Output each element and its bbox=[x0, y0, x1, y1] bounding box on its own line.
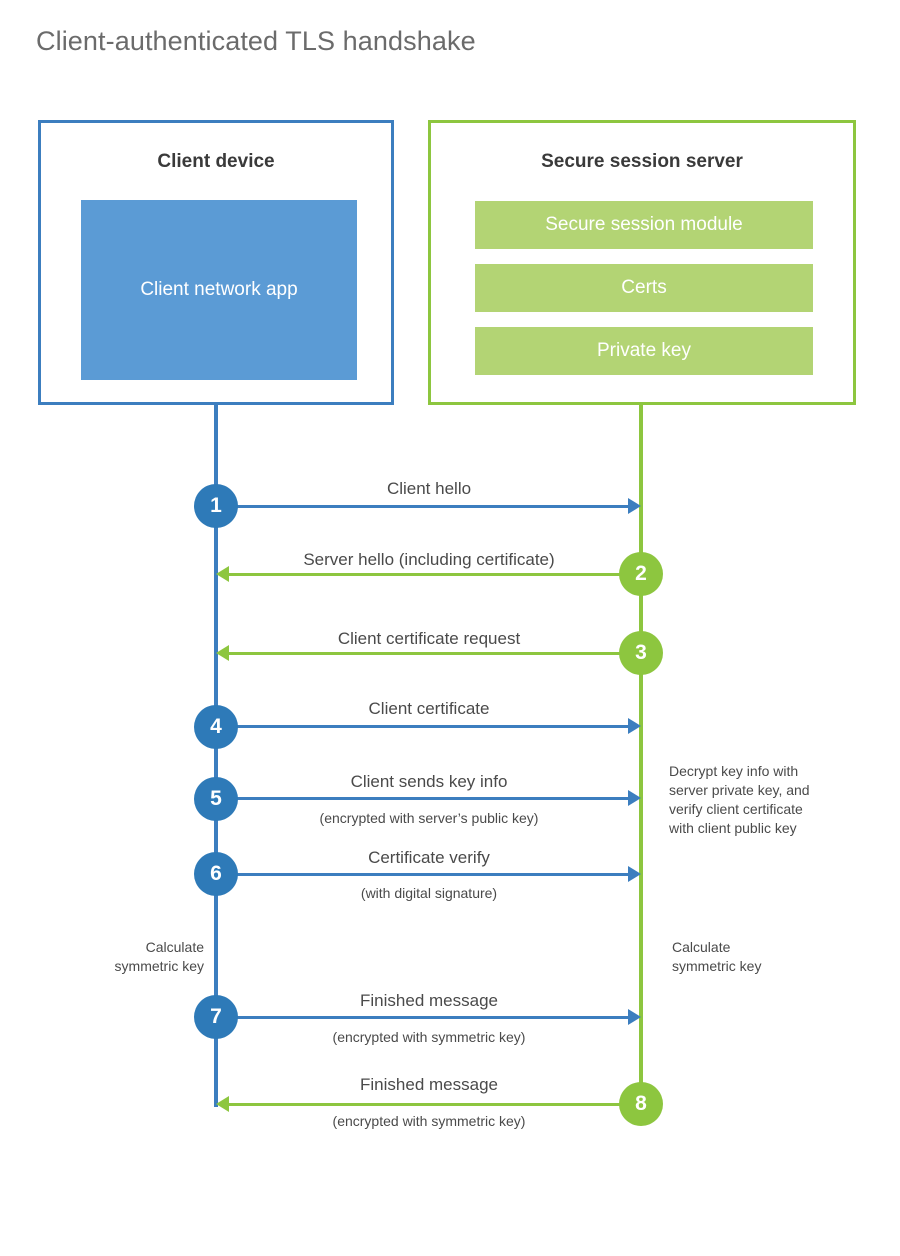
secure-session-server-panel: Secure session server Secure session mod… bbox=[428, 120, 856, 405]
server-decrypt-note-line-3: verify client certificate bbox=[669, 800, 803, 817]
client-calc-note-line-2: symmetric key bbox=[114, 957, 204, 974]
server-module-certs: Certs bbox=[475, 264, 813, 312]
step-7-label: Finished message bbox=[360, 991, 498, 1010]
step-2-label: Server hello (including certificate) bbox=[303, 550, 555, 569]
step-8-arrow-line bbox=[229, 1103, 641, 1106]
step-6-arrow-line bbox=[216, 873, 628, 876]
step-3-arrow-head-icon bbox=[216, 645, 229, 661]
server-decrypt-note-line-4: with client public key bbox=[669, 819, 797, 836]
step-7-sublabel: (encrypted with symmetric key) bbox=[332, 1029, 526, 1045]
server-module-secure-session-module: Secure session module bbox=[475, 201, 813, 249]
step-2-arrow-head-icon bbox=[216, 566, 229, 582]
step-4-circle[interactable]: 4 bbox=[194, 705, 238, 749]
server-calc-note-line-1: Calculate bbox=[672, 939, 731, 955]
step-8-label: Finished message bbox=[360, 1075, 498, 1094]
secure-session-server-title: Secure session server bbox=[541, 151, 743, 172]
step-3-arrow-line bbox=[229, 652, 641, 655]
server-decrypt-note-line-1: Decrypt key info with bbox=[669, 763, 799, 779]
server-calculate-symmetric-key-note: Calculate symmetric key bbox=[672, 938, 857, 976]
server-decrypt-note-line-2: server private key, and bbox=[669, 781, 810, 798]
server-module-private-key: Private key bbox=[475, 327, 813, 375]
step-7-arrow-line bbox=[216, 1016, 628, 1019]
step-6-arrow-head-icon bbox=[628, 866, 641, 882]
step-5-circle[interactable]: 5 bbox=[194, 777, 238, 821]
step-1-label: Client hello bbox=[386, 479, 472, 498]
server-decrypt-note: Decrypt key info with server private key… bbox=[669, 762, 854, 838]
step-2-circle[interactable]: 2 bbox=[619, 552, 663, 596]
step-4-label: Client certificate bbox=[368, 699, 490, 718]
client-calculate-symmetric-key-note: Calculate symmetric key bbox=[30, 938, 204, 976]
step-6-sublabel: (with digital signature) bbox=[360, 885, 498, 901]
step-5-sublabel: (encrypted with server’s public key) bbox=[319, 810, 539, 826]
step-1-circle[interactable]: 1 bbox=[194, 484, 238, 528]
step-3-label: Client certificate request bbox=[337, 629, 521, 648]
step-4-arrow-head-icon bbox=[628, 718, 641, 734]
step-1-arrow-line bbox=[216, 505, 628, 508]
step-5-arrow-head-icon bbox=[628, 790, 641, 806]
step-7-arrow-head-icon bbox=[628, 1009, 641, 1025]
step-7-circle[interactable]: 7 bbox=[194, 995, 238, 1039]
step-3-circle[interactable]: 3 bbox=[619, 631, 663, 675]
step-8-arrow-head-icon bbox=[216, 1096, 229, 1112]
step-1-arrow-head-icon bbox=[628, 498, 641, 514]
client-device-panel: Client device Client network app bbox=[38, 120, 394, 405]
server-lifeline bbox=[639, 405, 643, 1107]
client-network-app-block: Client network app bbox=[81, 200, 357, 380]
step-6-label: Certificate verify bbox=[368, 848, 490, 867]
client-device-title: Client device bbox=[157, 151, 275, 172]
step-5-label: Client sends key info bbox=[350, 772, 508, 791]
server-calc-note-line-2: symmetric key bbox=[672, 957, 762, 974]
client-calc-note-line-1: Calculate bbox=[145, 939, 204, 955]
step-8-sublabel: (encrypted with symmetric key) bbox=[332, 1113, 526, 1129]
client-lifeline bbox=[214, 405, 218, 1107]
step-8-circle[interactable]: 8 bbox=[619, 1082, 663, 1126]
step-6-circle[interactable]: 6 bbox=[194, 852, 238, 896]
step-2-arrow-line bbox=[229, 573, 641, 576]
step-5-arrow-line bbox=[216, 797, 628, 800]
page-title: Client-authenticated TLS handshake bbox=[36, 26, 476, 56]
step-4-arrow-line bbox=[216, 725, 628, 728]
